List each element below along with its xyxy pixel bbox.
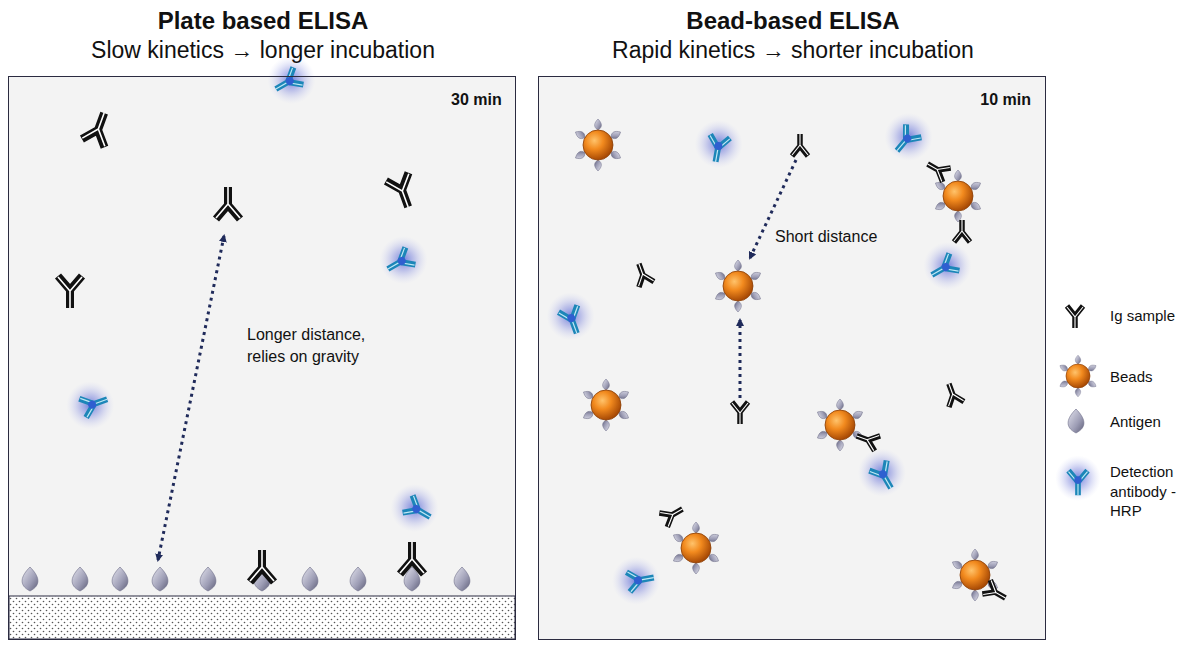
panel-ground [8, 76, 516, 640]
legend-label: Detection antibody - HRP [1110, 462, 1195, 521]
panel-subtitle: Rapid kinetics → shorter incubation [539, 37, 1047, 64]
time-label: 10 min [980, 91, 1031, 109]
panel-subtitle: Slow kinetics → longer incubation [9, 37, 517, 64]
diffusion-arrow [158, 236, 224, 560]
legend-icons [1055, 306, 1101, 501]
panel-box: Bead-based ELISARapid kinetics → shorter… [538, 76, 1046, 640]
bead-complexes [540, 103, 1010, 608]
arrow-note: Short distance [773, 225, 879, 249]
diffusion-arrow [739, 320, 742, 398]
plate-antibodies [58, 47, 447, 582]
panel-ground [538, 76, 1046, 640]
legend-label: Antigen [1110, 412, 1195, 432]
panel-heading: Plate based ELISA [9, 7, 517, 35]
panel-heading: Bead-based ELISA [539, 7, 1047, 35]
arrow-note: Longer distance, relies on gravity [245, 323, 399, 368]
time-label: 30 min [451, 91, 502, 109]
legend-label: Beads [1110, 367, 1195, 387]
legend-label: Ig sample [1110, 306, 1195, 326]
diffusion-arrow-head [158, 236, 224, 560]
plate-surface [9, 596, 515, 639]
panel-box: Plate based ELISASlow kinetics → longer … [8, 76, 516, 640]
